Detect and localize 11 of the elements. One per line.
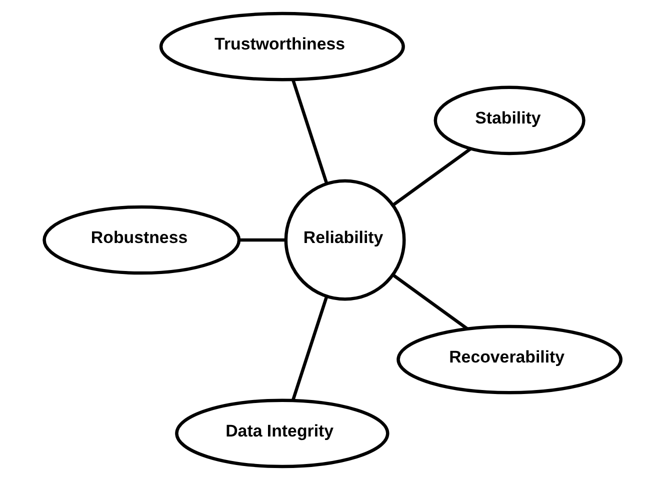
connector (290, 296, 328, 401)
connector (290, 79, 328, 184)
node-ellipse: Recoverability (396, 324, 622, 394)
node-ellipse: Data Integrity (174, 398, 389, 468)
node-circle: Reliability (284, 179, 406, 301)
connector (392, 147, 472, 206)
node-ellipse: Trustworthiness (158, 12, 404, 82)
node-ellipse: Stability (433, 86, 585, 156)
node-ellipse: Robustness (42, 205, 240, 275)
connector (392, 274, 468, 330)
connector (238, 238, 286, 242)
